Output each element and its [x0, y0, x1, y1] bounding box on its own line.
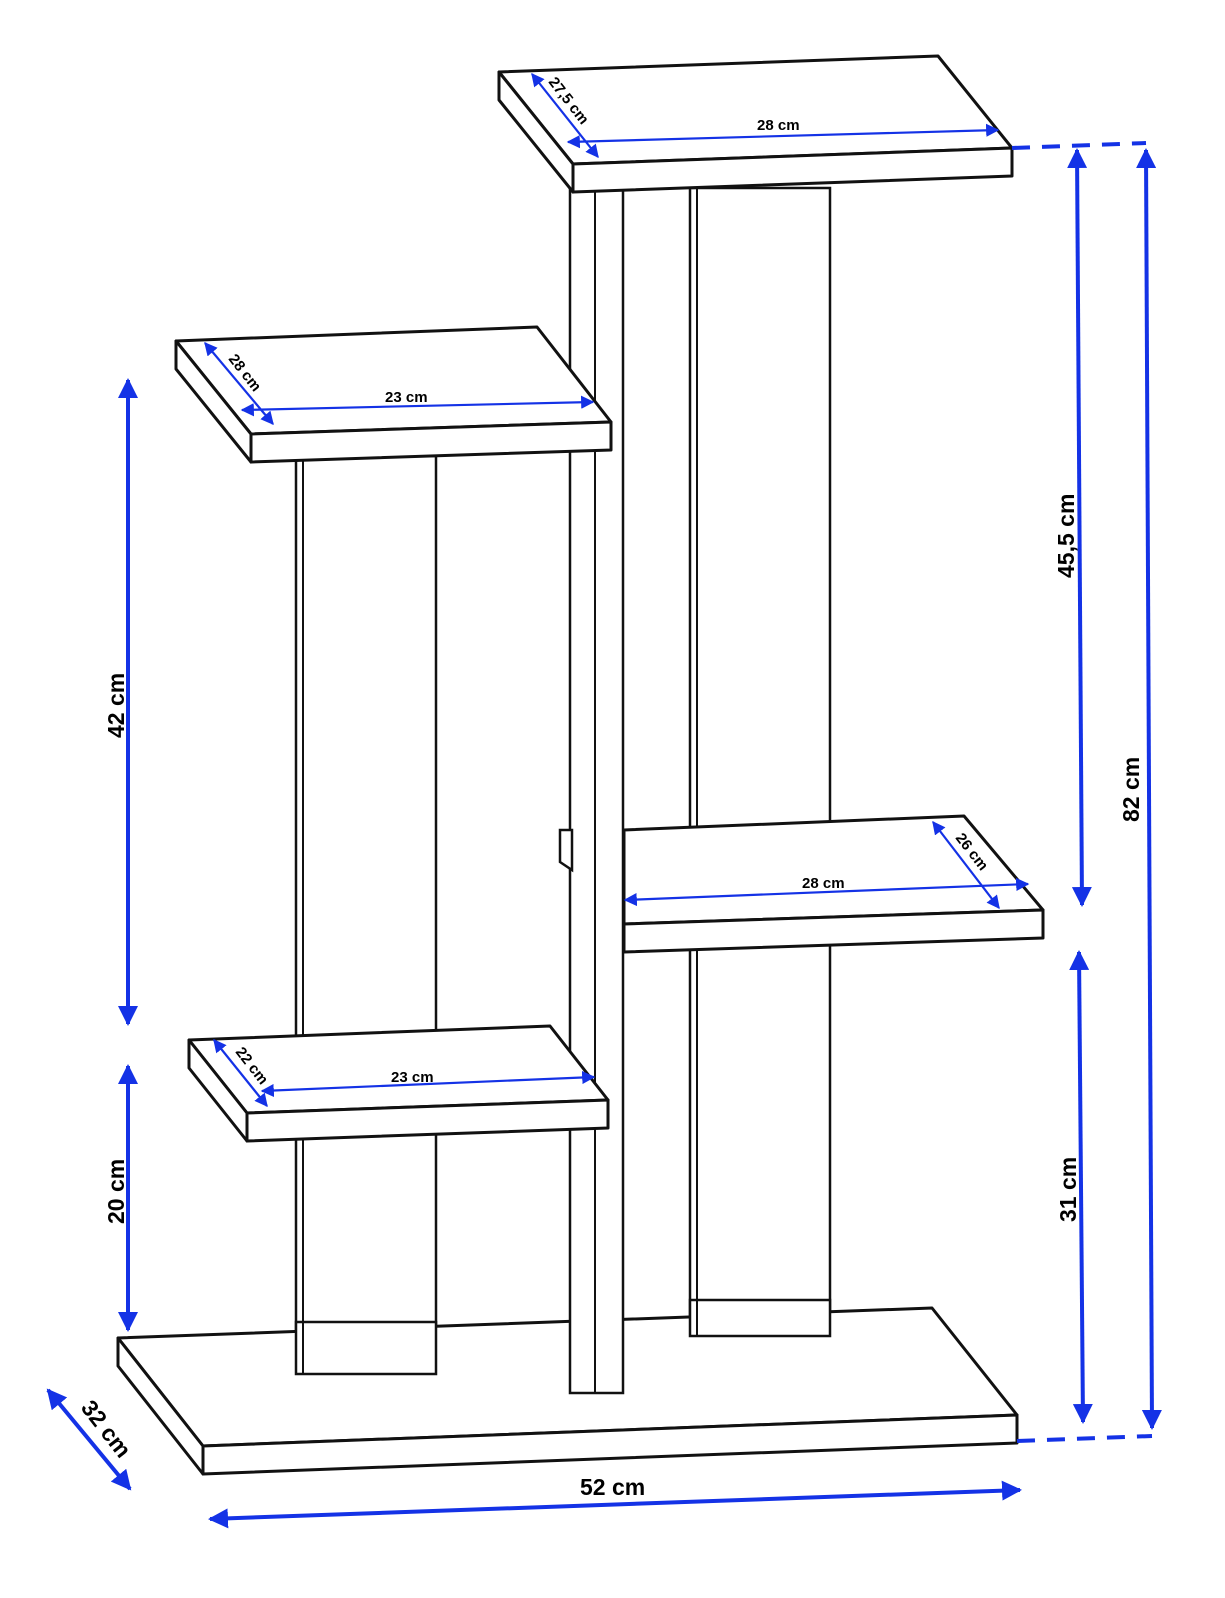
stand-drawing	[116, 54, 1045, 1476]
left-upper-height-label: 42 cm	[103, 673, 129, 738]
total-height-label: 82 cm	[1118, 757, 1144, 822]
left-lower-shelf-width-label: 23 cm	[391, 1069, 434, 1086]
lower-right-height-arrow	[1069, 950, 1093, 1424]
left-upper-shelf-width-label: 23 cm	[385, 389, 428, 406]
left-lower-shelf-width-arrow	[260, 1070, 596, 1098]
base-depth-arrow	[46, 1388, 132, 1491]
base-board	[116, 1306, 1019, 1476]
center-front-post	[568, 186, 625, 1395]
left-post	[294, 454, 438, 1376]
right-rear-post	[688, 186, 832, 1338]
base-depth-label: 32 cm	[76, 1395, 137, 1462]
left-lower-height-label: 20 cm	[103, 1159, 129, 1224]
total-height-arrow	[1136, 148, 1162, 1430]
top-shelf-width-arrow	[566, 123, 1000, 149]
right-shelf-width-label: 28 cm	[802, 875, 845, 892]
right-shelf-width-arrow	[623, 877, 1030, 907]
upper-right-height-label: 45,5 cm	[1053, 494, 1079, 578]
base-width-label: 52 cm	[580, 1474, 645, 1500]
top-extension-line	[1011, 141, 1147, 150]
left-upper-shelf-width-arrow	[240, 395, 595, 417]
overall-dimensions: 82 cm 45,5 cm 31 cm 42 cm 20 cm 52 cm 32…	[46, 141, 1162, 1529]
base-width-arrow	[208, 1480, 1022, 1529]
upper-right-height-arrow	[1067, 148, 1092, 907]
lower-right-height-label: 31 cm	[1055, 1157, 1081, 1222]
top-shelf-width-label: 28 cm	[757, 117, 800, 134]
bottom-extension-line	[1016, 1434, 1153, 1443]
left-lower-shelf-depth-arrow	[213, 1038, 268, 1108]
